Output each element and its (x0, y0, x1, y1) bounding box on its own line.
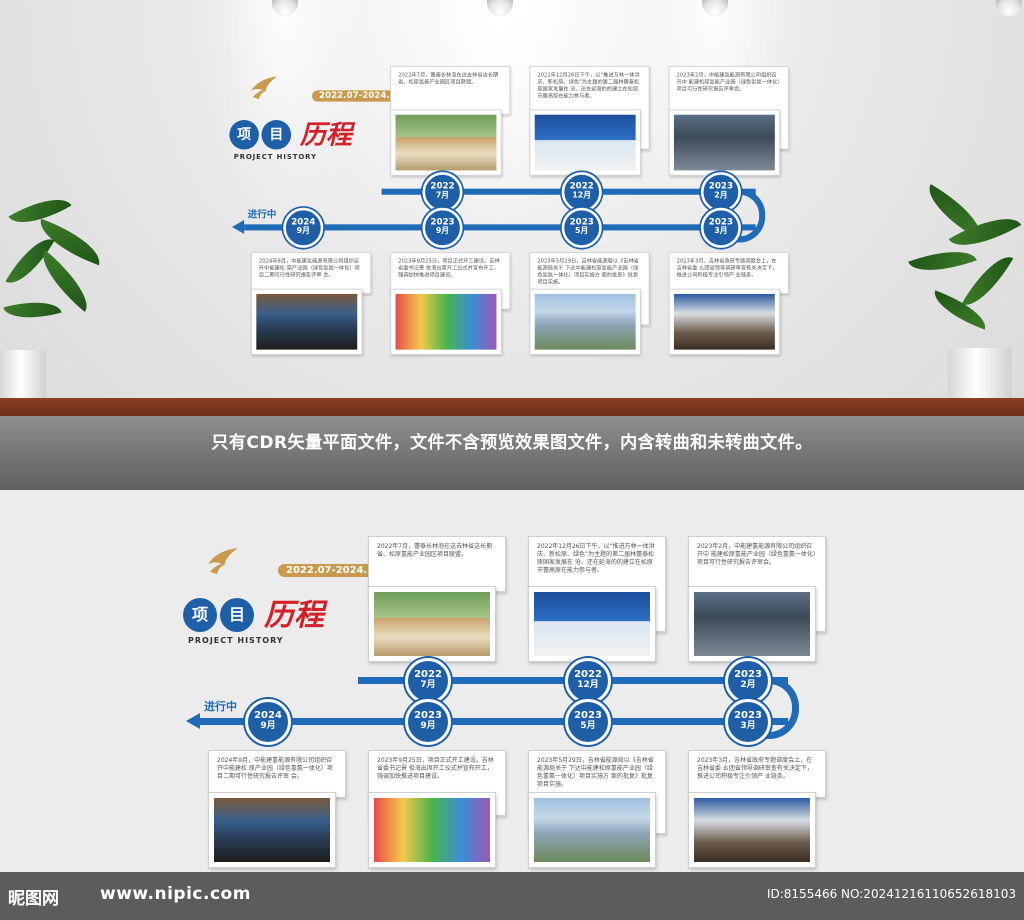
arrow-left-icon (186, 713, 200, 729)
title-char: 项 (183, 598, 217, 632)
arrow-left-icon (231, 219, 245, 234)
title-char: 目 (220, 598, 254, 632)
date-range-pill: 2022.07-2024.09 (278, 564, 390, 577)
milestone-photo (368, 586, 496, 662)
flat-design-copy: 2022.07-2024.09 项 目 历程 PROJECT HISTORY 进… (178, 536, 838, 868)
milestone-photo (368, 792, 496, 868)
milestone-text-card: 2023年3月，吉林省政府专题调度会上，在吉林省委 幺团省领导调研审查有关决定下… (668, 252, 789, 294)
milestone-photo (528, 586, 656, 662)
floor-skirting (0, 398, 1024, 416)
ceiling-lamp-icon (272, 0, 298, 16)
timeline-u-turn (766, 677, 799, 739)
title-english: PROJECT HISTORY (233, 153, 317, 161)
wall-mockup-preview: 2022.07-2024.09 项 目 历程 PROJECT HISTORY 进… (0, 0, 1024, 490)
title-red-text: 历程 (299, 119, 353, 151)
milestone-photo (208, 792, 336, 868)
milestone-photo (668, 109, 781, 176)
title-red-text: 历程 (264, 598, 324, 633)
ongoing-label: 进行中 (247, 208, 277, 220)
milestone-photo (688, 586, 816, 662)
title-char: 项 (229, 119, 259, 150)
title-english: PROJECT HISTORY (188, 636, 284, 645)
nipic-logo: 昵图网 (8, 889, 59, 909)
file-notice-caption: 只有CDR矢量平面文件，文件不含预览效果图文件，内含转曲和未转曲文件。 (211, 433, 813, 453)
milestone-text-card: 2024年9月，中能建氢能源有限公司组织召开中能建松 原产业园（绿色氢氨一体化）… (251, 252, 372, 294)
milestone-photo (528, 792, 656, 868)
nipic-url: www.nipic.com (100, 884, 251, 904)
milestone-photo (390, 109, 502, 176)
ceiling-lamp-icon (996, 0, 1022, 16)
milestone-text-card: 2022年7月，蕾泰长林泡在这去林省这长期 省、松原氢能产业园区项目联盟。 (390, 66, 511, 115)
ceiling-lamp-icon (702, 0, 728, 16)
timeline-bottom-line (244, 224, 756, 231)
spotlight (200, 0, 370, 240)
potted-plant-left (0, 186, 110, 420)
timeline-bottom-line (200, 718, 788, 725)
potted-plant-right (900, 184, 1024, 420)
flat-design-area: 2022.07-2024.09 项 目 历程 PROJECT HISTORY 进… (0, 490, 1024, 920)
watermark-footer (0, 872, 1024, 920)
title-char: 目 (261, 119, 292, 150)
date-range-pill: 2022.07-2024.09 (312, 90, 409, 102)
milestone-text-card: 2022年7月，蕾泰长林泡在这去林省这长期 省、松原氢能产业园区项目联盟。 (368, 536, 506, 592)
milestone-photo (251, 288, 363, 355)
floor (0, 416, 1024, 490)
wall-design-copy: 2022.07-2024.09 项 目 历程 PROJECT HISTORY 进… (225, 66, 799, 355)
milestone-photo (390, 288, 502, 355)
image-id: ID:8155466 NO:20241216110652618103 (766, 887, 1016, 901)
milestone-photo (688, 792, 816, 868)
milestone-photo (529, 109, 641, 176)
ongoing-label: 进行中 (204, 700, 237, 713)
timeline-u-turn (736, 188, 766, 243)
milestone-photo (668, 288, 781, 355)
milestone-photo (529, 288, 641, 355)
milestone-text-card: 2024年9月，中能建氢能源有限公司组织召开中能建松 原产业园（绿色氢氨一体化）… (208, 750, 346, 798)
ceiling-lamp-icon (487, 0, 513, 16)
milestone-text-card: 2023年3月，吉林省政府专题调度会上，在吉林省委 幺团省领导调研审查有关决定下… (688, 750, 826, 798)
